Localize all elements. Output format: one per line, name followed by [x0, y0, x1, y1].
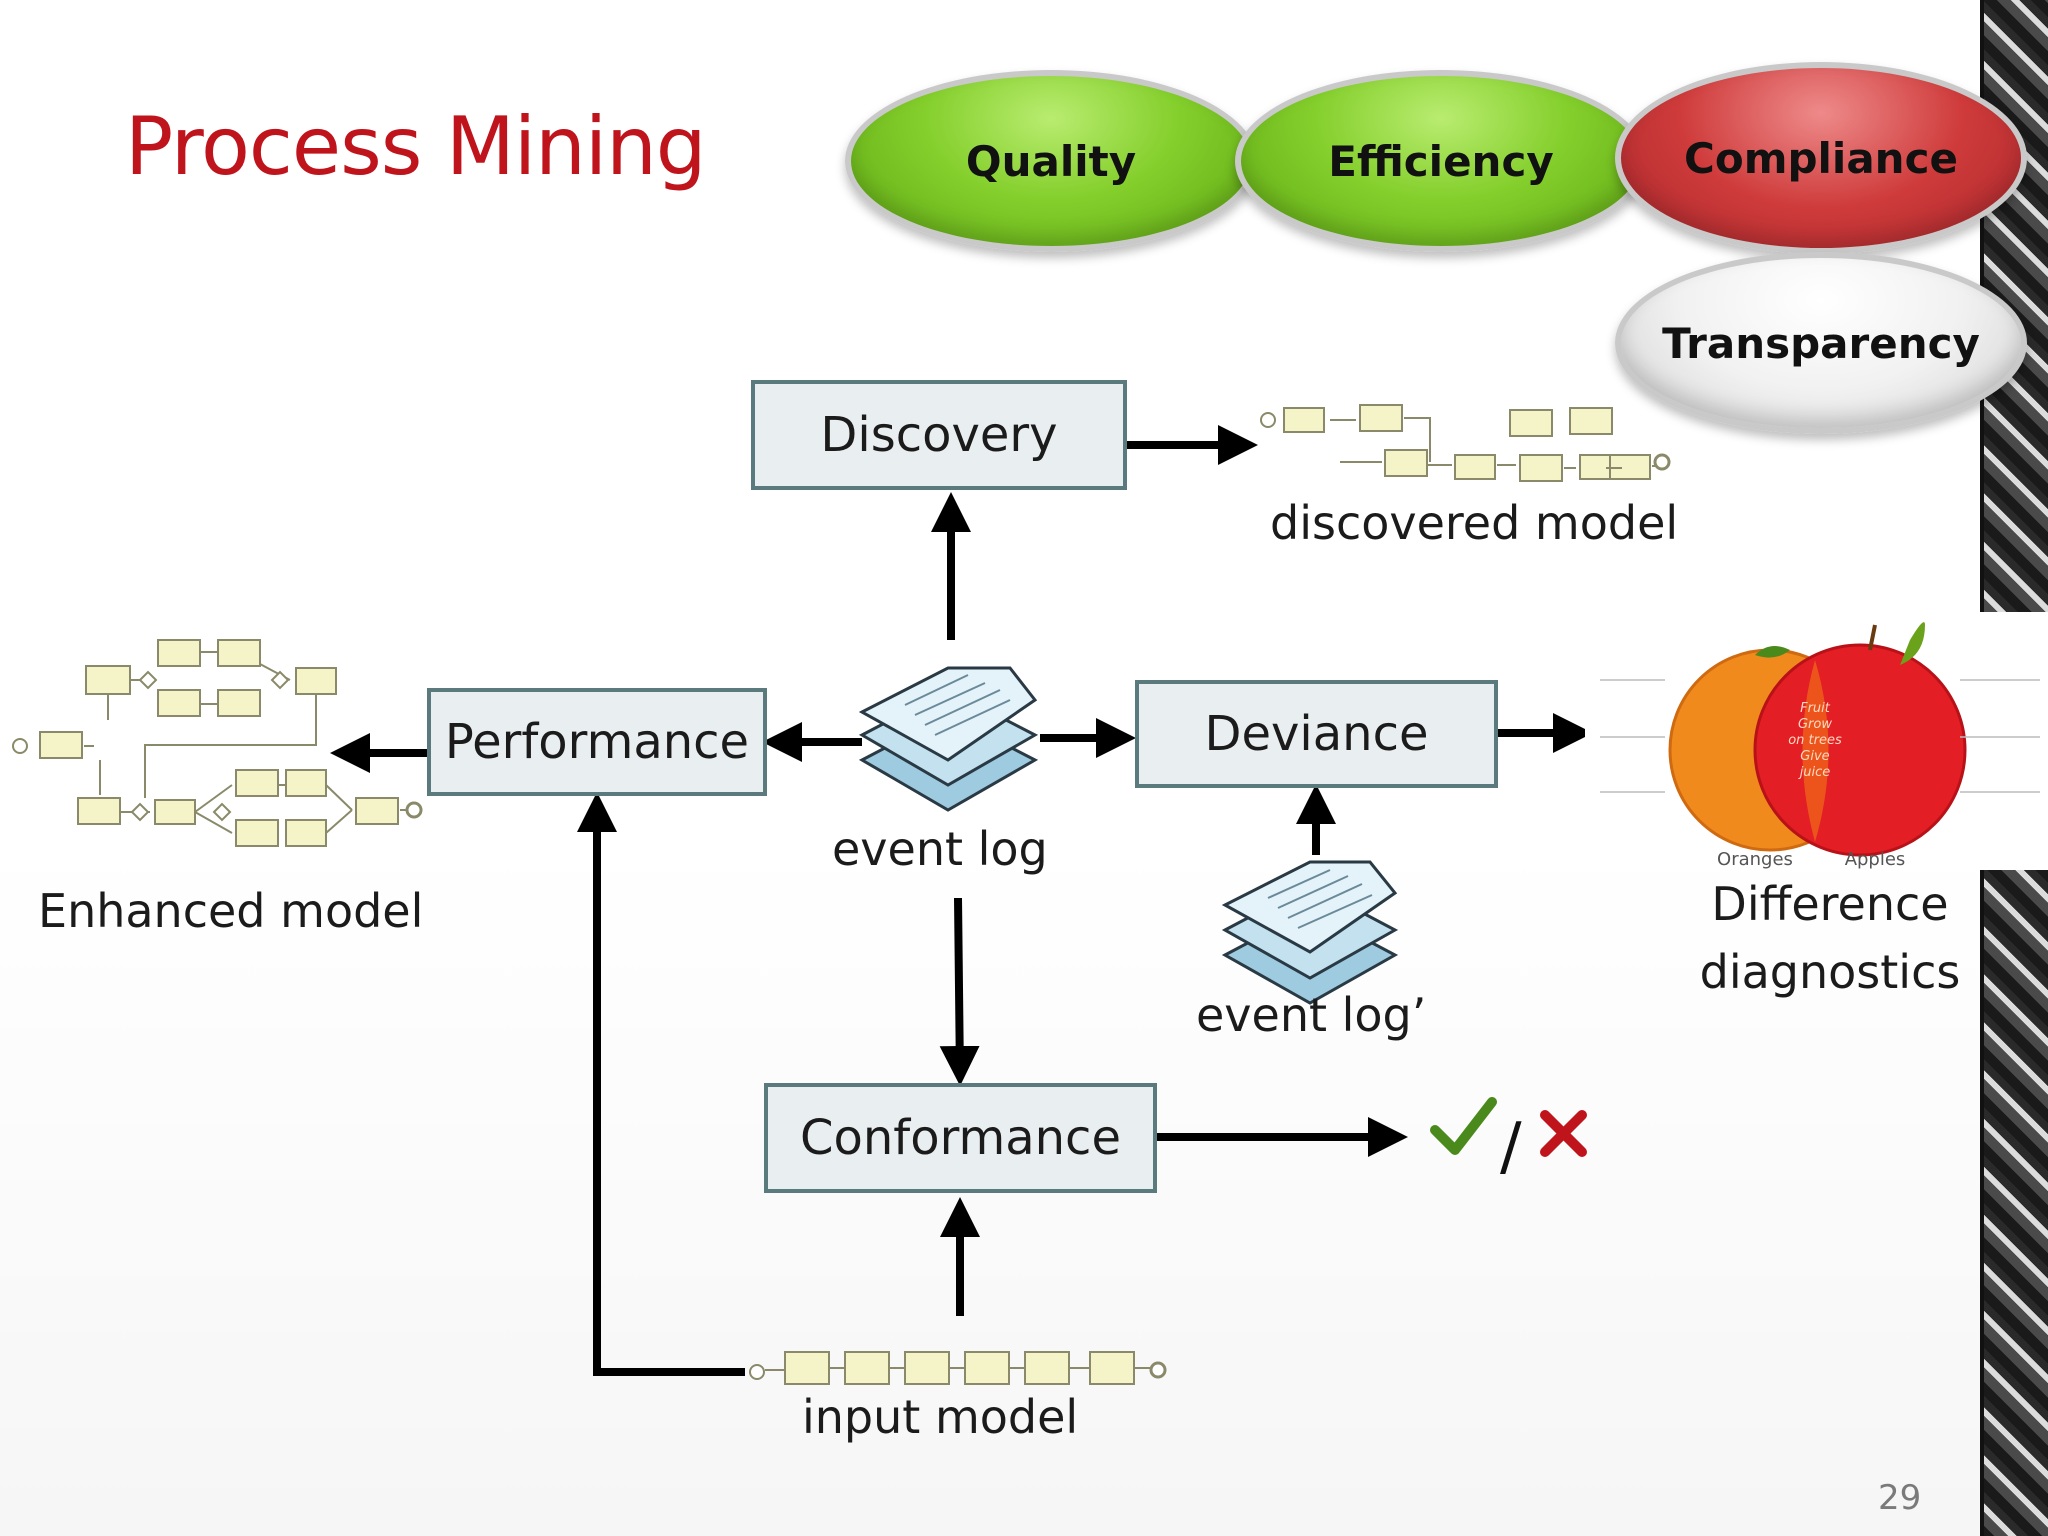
slide-title: Process Mining — [125, 100, 707, 193]
venn-text-1: Fruit — [1800, 701, 1831, 716]
oranges-label: Oranges — [1717, 849, 1793, 870]
difference-diagnostics-image: Fruit Grow on trees Give juice Oranges A… — [1585, 612, 2048, 870]
input-model-label: input model — [802, 1390, 1079, 1444]
goal-compliance: Compliance — [1615, 62, 2027, 254]
event-log-prime-icon — [1221, 860, 1399, 1005]
arrow-log-to-conformance — [939, 897, 980, 1086]
apples-label: Apples — [1845, 849, 1906, 870]
goal-efficiency: Efficiency — [1235, 70, 1647, 252]
event-log-prime-label: event log’ — [1196, 988, 1427, 1042]
result-separator: / — [1500, 1110, 1522, 1184]
venn-text-3: on trees — [1788, 733, 1842, 748]
performance-box: Performance — [427, 688, 767, 796]
discovered-model-label: discovered model — [1270, 496, 1679, 550]
enhanced-model-label: Enhanced model — [38, 884, 424, 938]
conformance-box: Conformance — [764, 1083, 1157, 1193]
event-log-icon — [858, 666, 1039, 812]
difference-line1: Difference — [1711, 877, 1949, 931]
difference-diagnostics-label: Difference diagnostics — [1690, 870, 1970, 1006]
venn-text-2: Grow — [1798, 717, 1832, 732]
difference-line2: diagnostics — [1699, 945, 1961, 999]
input-model-diagram — [749, 1351, 1167, 1385]
discovery-box: Discovery — [751, 380, 1127, 490]
venn-text-4: Give — [1800, 749, 1829, 764]
goal-quality: Quality — [845, 70, 1257, 252]
enhanced-model-diagram — [12, 639, 423, 847]
event-log-label: event log — [832, 822, 1048, 876]
goal-transparency: Transparency — [1615, 252, 2027, 434]
discovered-model-diagram — [1260, 404, 1671, 482]
venn-text-5: juice — [1798, 765, 1831, 780]
page-number: 29 — [1878, 1478, 1922, 1518]
cross-icon — [1540, 1110, 1587, 1157]
deviance-box: Deviance — [1135, 680, 1498, 788]
arrow-input-to-performance — [577, 792, 745, 1376]
apple-fruit — [1753, 643, 1967, 857]
check-icon — [1430, 1097, 1497, 1155]
